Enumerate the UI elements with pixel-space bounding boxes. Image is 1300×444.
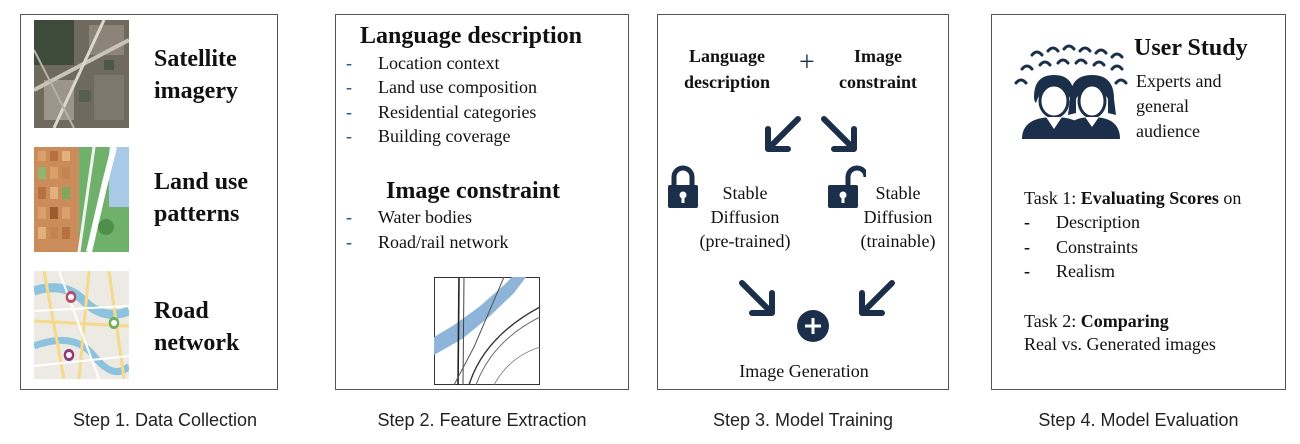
audience-line1: Experts and bbox=[1136, 71, 1222, 91]
satellite-label-line2: imagery bbox=[154, 78, 238, 104]
step2-caption: Step 2. Feature Extraction bbox=[377, 410, 587, 430]
dash-5: - bbox=[346, 207, 352, 227]
language-item: Building coverage bbox=[378, 126, 511, 146]
land-use-image bbox=[34, 147, 129, 252]
dash-6: - bbox=[346, 232, 352, 252]
constraint-map-image bbox=[434, 277, 540, 385]
task1-prefix: Task 1: bbox=[1024, 188, 1081, 208]
dash-4: - bbox=[346, 126, 352, 146]
task-dash: - bbox=[1024, 261, 1030, 281]
language-item: Location context bbox=[378, 53, 500, 73]
audience-icon bbox=[1014, 44, 1128, 139]
lock-open-icon bbox=[828, 165, 866, 208]
step1-caption: Step 1. Data Collection bbox=[72, 410, 258, 430]
language-description-title: Language description bbox=[360, 23, 583, 49]
arrow-down-left-icon bbox=[765, 116, 801, 152]
dash-3: - bbox=[346, 102, 352, 122]
step4-caption: Step 4. Model Evaluation bbox=[1038, 410, 1239, 430]
task2-line2: Real vs. Generated images bbox=[1024, 334, 1216, 354]
arrow-down-right-icon bbox=[739, 280, 775, 316]
step2-panel: Language description - Location context … bbox=[335, 14, 629, 390]
dash-2: - bbox=[346, 77, 352, 97]
lock-closed-icon bbox=[668, 165, 698, 208]
model2-line3: (trainable) bbox=[860, 231, 936, 251]
land-use-label-line1: Land use bbox=[154, 169, 249, 195]
satellite-label-line1: Satellite bbox=[154, 46, 237, 72]
road-network-image bbox=[34, 271, 129, 379]
road-label-line2: network bbox=[154, 330, 240, 356]
arrow-down-right-icon bbox=[821, 116, 857, 152]
plus-circle-icon bbox=[797, 310, 829, 342]
input-image-line2: constraint bbox=[839, 72, 917, 92]
land-use-label-line2: patterns bbox=[154, 201, 240, 227]
model1-line1: Stable bbox=[722, 183, 768, 203]
step4-panel: User Study Experts and general audience … bbox=[991, 14, 1286, 390]
road-label-line1: Road bbox=[154, 298, 209, 324]
task2-heading: Task 2: Comparing bbox=[1024, 311, 1169, 332]
task1-bold: Evaluating Scores bbox=[1080, 188, 1219, 208]
task1-suffix: on bbox=[1218, 188, 1242, 208]
input-language-line1: Language bbox=[688, 46, 766, 66]
dash-1: - bbox=[346, 53, 352, 73]
task1-item: Constraints bbox=[1056, 237, 1139, 257]
language-item: Land use composition bbox=[378, 77, 537, 97]
satellite-image bbox=[34, 20, 129, 128]
task1-item: Description bbox=[1056, 212, 1140, 232]
plus-sign: + bbox=[799, 47, 815, 78]
task1-item: Realism bbox=[1056, 261, 1115, 281]
task-dash: - bbox=[1024, 237, 1030, 257]
input-language-line2: description bbox=[684, 72, 771, 92]
model2-line2: Diffusion bbox=[863, 207, 933, 227]
task2-prefix: Task 2: bbox=[1024, 311, 1081, 331]
step3-caption: Step 3. Model Training bbox=[712, 410, 894, 430]
language-item: Residential categories bbox=[378, 102, 537, 122]
task1-heading: Task 1: Evaluating Scores on bbox=[1024, 188, 1241, 209]
audience-line2: general bbox=[1136, 96, 1189, 116]
input-image-line1: Image bbox=[854, 46, 902, 66]
task-dash: - bbox=[1024, 212, 1030, 232]
arrow-down-left-icon bbox=[859, 280, 895, 316]
model1-line3: (pre-trained) bbox=[699, 231, 791, 251]
image-generation-label: Image Generation bbox=[739, 361, 869, 381]
task2-bold: Comparing bbox=[1080, 311, 1169, 331]
image-item: Road/rail network bbox=[378, 232, 509, 252]
step3-panel: Language description + Image constraint … bbox=[657, 14, 949, 390]
step1-panel: Satellite imagery Land use patterns bbox=[20, 14, 278, 390]
image-item: Water bodies bbox=[378, 207, 473, 227]
user-study-title: User Study bbox=[1134, 35, 1248, 61]
model1-line2: Diffusion bbox=[710, 207, 780, 227]
audience-line3: audience bbox=[1136, 121, 1200, 141]
image-constraint-title: Image constraint bbox=[386, 178, 560, 204]
model2-line1: Stable bbox=[875, 183, 921, 203]
